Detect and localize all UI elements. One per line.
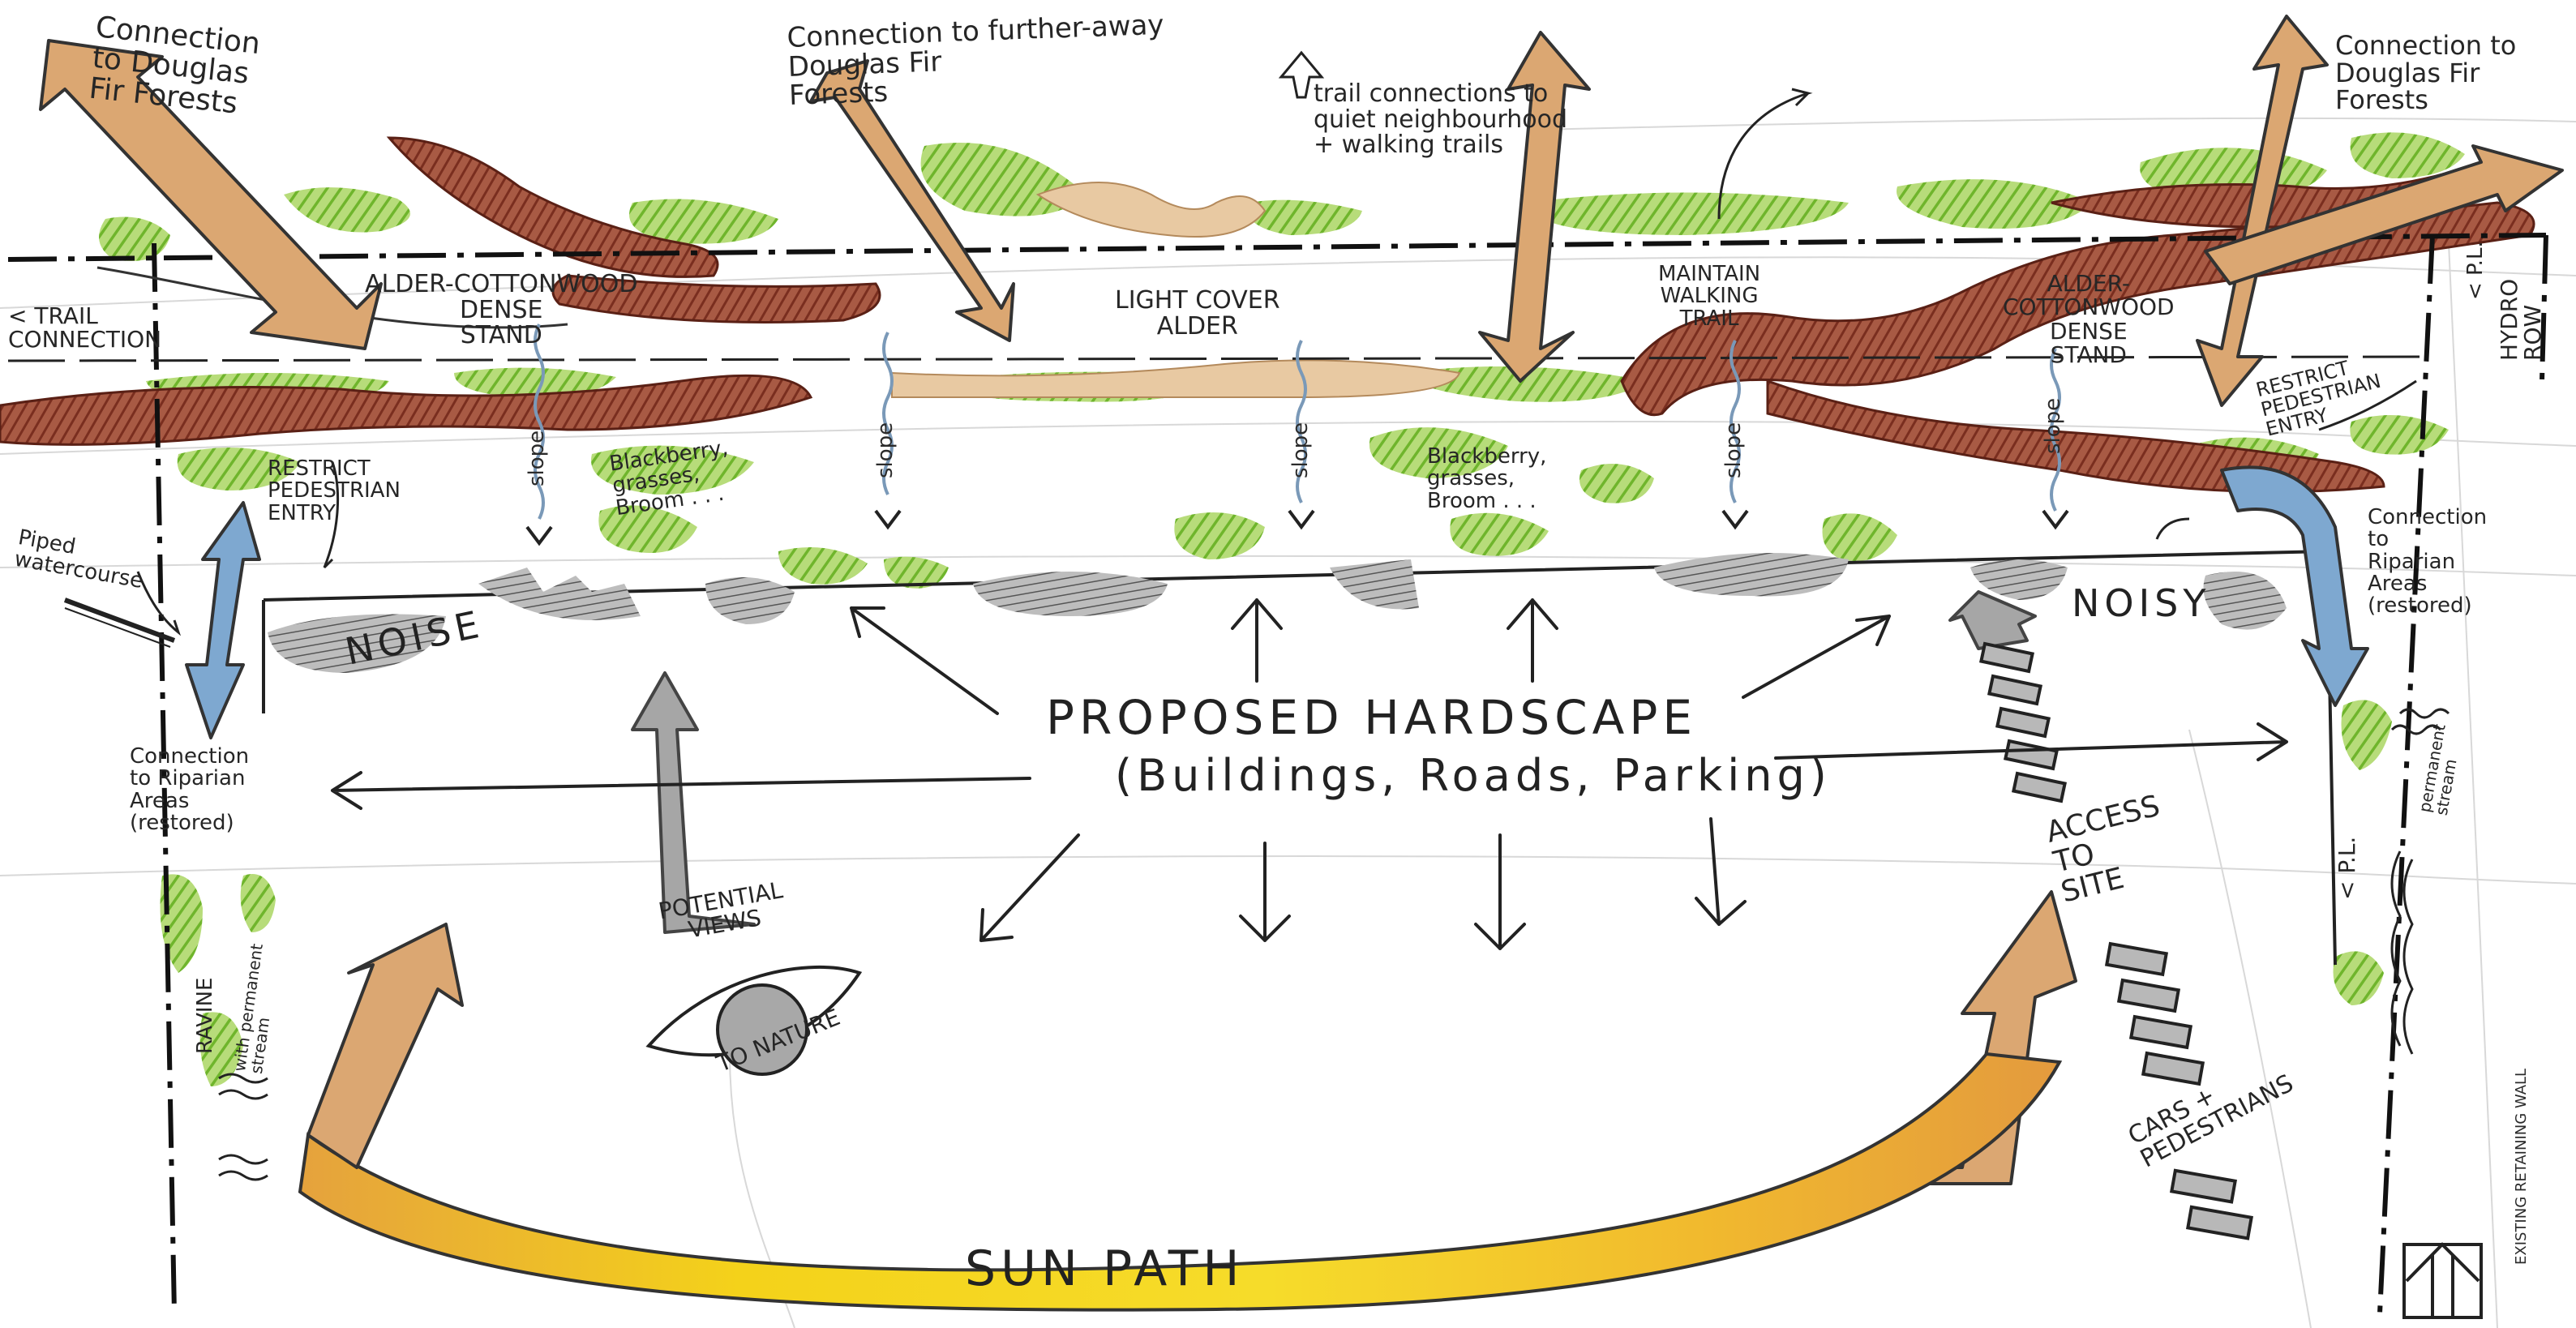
label-ravine: RAVINE — [193, 977, 217, 1054]
label-connection-riparian-w: Connection to Riparian Areas (restored) — [130, 744, 250, 835]
slope-label-1: slope — [525, 431, 549, 486]
label-light-cover-alder: LIGHT COVER ALDER — [1115, 286, 1280, 341]
arrow-n-vertical — [1478, 31, 1591, 383]
light-alder-band — [891, 182, 1461, 399]
arrow-nw — [39, 39, 383, 350]
label-trail-connections: trail connections to quiet neighbourhood… — [1314, 79, 1567, 159]
noisy-label: NOISY — [2072, 581, 2210, 625]
access-path-blocks — [1978, 641, 2253, 1240]
noise-hatching — [268, 553, 2287, 673]
label-alder-cottonwood-w: ALDER-COTTONWOOD DENSE STAND — [365, 270, 638, 349]
arrow-ne-horizontal — [2204, 144, 2564, 285]
slope-label-3: slope — [1288, 422, 1313, 478]
property-line — [7, 233, 2548, 1314]
label-connection-riparian-e: Connection to Riparian Areas (restored) — [2368, 505, 2488, 619]
label-connection-nw: Connection to Douglas Fir Forests — [88, 11, 262, 121]
north-arrow-icon — [2402, 1242, 2483, 1319]
slope-label-4: slope — [1721, 422, 1746, 478]
slope-label-5: slope — [2041, 398, 2065, 454]
label-blackberry-e: Blackberry, grasses, Broom . . . — [1427, 444, 1547, 513]
sun-path-label: SUN PATH — [965, 1240, 1244, 1297]
label-maintain-walking-trail: MAINTAIN WALKING TRAIL — [1658, 262, 1761, 331]
label-pl-east: < P.L. — [2334, 836, 2360, 900]
label-connection-ne: Connection to Douglas Fir Forests — [2335, 30, 2517, 116]
label-trail-connection: < TRAIL CONNECTION — [8, 302, 162, 353]
hardscape-arrows — [331, 598, 2288, 950]
riparian-arrows — [185, 465, 2369, 739]
slope-label-2: slope — [873, 422, 898, 478]
proposed-hardscape-title: PROPOSED HARDSCAPE — [1046, 690, 1697, 745]
label-hydro-row: HYDRO ROW — [2496, 278, 2547, 361]
hardscape-items: (Buildings, Roads, Parking) — [1115, 750, 1832, 801]
stream-squiggles — [218, 708, 2450, 1181]
label-pl-north: < P.L. — [2463, 241, 2488, 300]
noise-label: NOISE — [341, 602, 487, 674]
view-arrow — [631, 590, 2037, 934]
arrow-n — [809, 59, 1015, 342]
label-alder-cottonwood-e: ALDER- COTTONWOOD DENSE STAND — [2003, 270, 2175, 369]
forest-connection-arrows — [39, 15, 2564, 1185]
slope-arrows — [534, 323, 2061, 520]
label-connection-n: Connection to further-away Douglas Fir F… — [786, 8, 1165, 113]
sun-path-arc — [298, 1052, 2063, 1312]
eye-icon — [645, 965, 863, 1076]
label-restrict-entry-w: RESTRICT PEDESTRIAN ENTRY — [268, 456, 401, 525]
arrow-ne-vertical — [2196, 15, 2329, 407]
existing-retaining-wall: EXISTING RETAINING WALL — [2513, 1069, 2530, 1265]
